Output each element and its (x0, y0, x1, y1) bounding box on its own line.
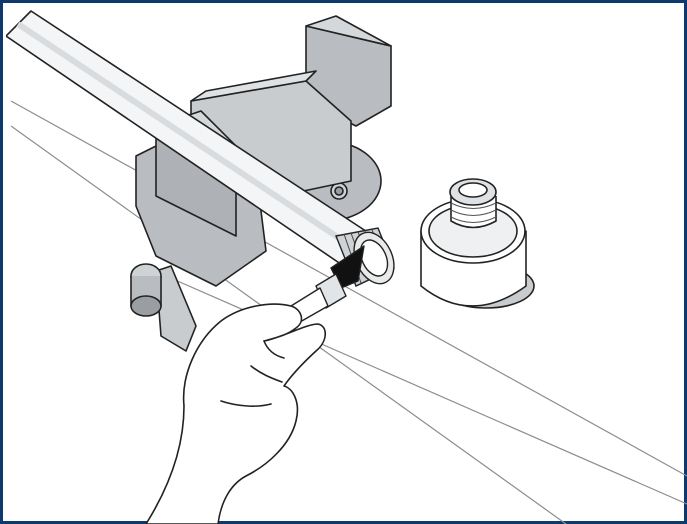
primer-can-icon (420, 178, 535, 309)
plumbing-illustration (6, 10, 687, 524)
brush-icon (290, 245, 365, 323)
hand-icon (145, 303, 327, 524)
